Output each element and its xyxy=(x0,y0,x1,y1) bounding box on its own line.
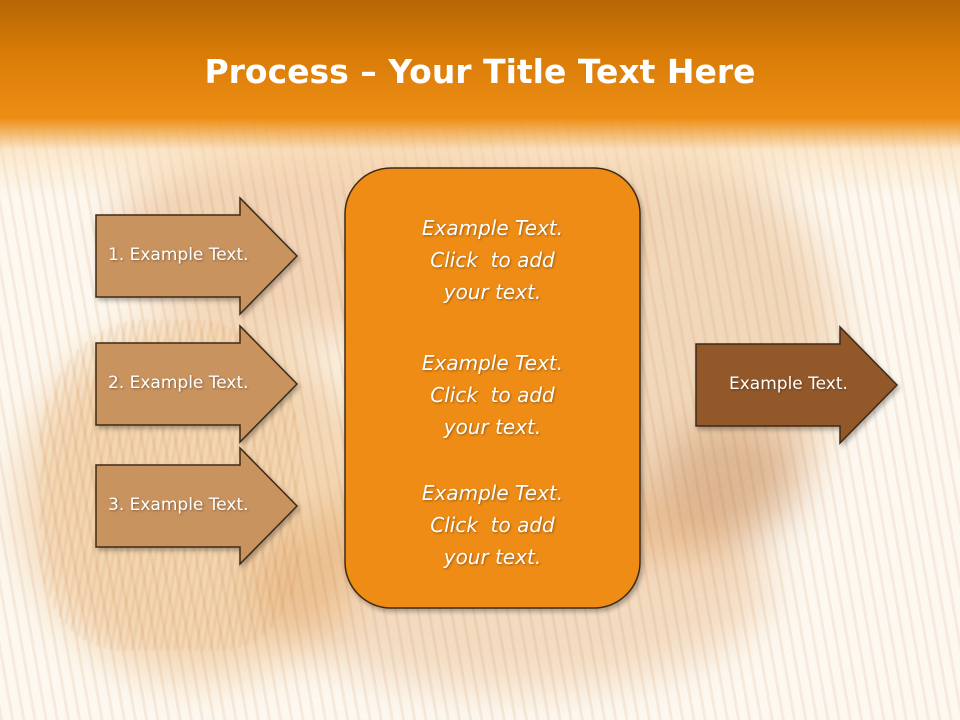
center-text-line: Example Text. xyxy=(421,481,564,505)
step-arrow-1[interactable] xyxy=(95,196,299,316)
result-label: Example Text. xyxy=(729,374,848,394)
background-scarf xyxy=(660,420,800,540)
center-text-line: your text. xyxy=(443,415,542,439)
header-band xyxy=(0,0,960,200)
center-text-line: Click to add xyxy=(430,513,555,537)
title-rest: – Your Title Text Here xyxy=(348,52,756,91)
title-bold: Process xyxy=(204,52,349,91)
center-text-line: your text. xyxy=(443,280,542,304)
center-text-line: Example Text. xyxy=(421,216,564,240)
step-arrow-2[interactable] xyxy=(95,324,299,444)
center-text-block-1[interactable]: Example Text. Click to add your text. xyxy=(345,212,640,308)
center-text-block-2[interactable]: Example Text. Click to add your text. xyxy=(345,347,640,443)
center-text-line: your text. xyxy=(443,545,542,569)
step-label-2: 2. Example Text. xyxy=(108,373,249,393)
step-arrow-3[interactable] xyxy=(95,446,299,566)
step-label-1: 1. Example Text. xyxy=(108,245,249,265)
step-label-3: 3. Example Text. xyxy=(108,495,249,515)
center-box[interactable] xyxy=(344,167,641,609)
slide-title[interactable]: Process – Your Title Text Here xyxy=(0,52,960,91)
center-text-block-3[interactable]: Example Text. Click to add your text. xyxy=(345,477,640,573)
result-arrow[interactable] xyxy=(695,325,899,445)
center-text-line: Click to add xyxy=(430,383,555,407)
center-text-line: Example Text. xyxy=(421,351,564,375)
center-text-line: Click to add xyxy=(430,248,555,272)
